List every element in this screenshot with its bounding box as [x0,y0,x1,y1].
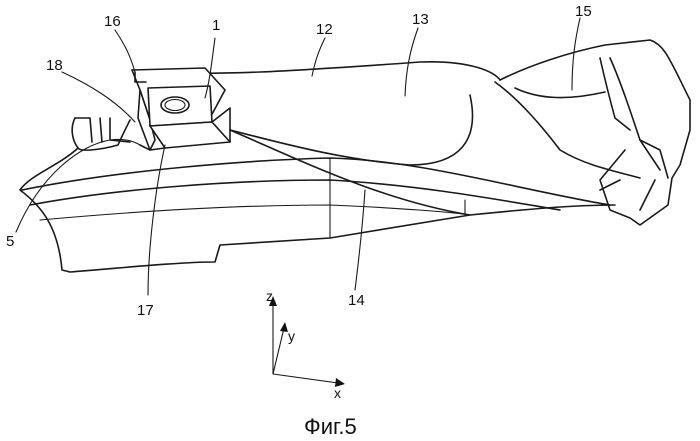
label-14: 14 [348,292,365,309]
flute-13-edge [230,130,470,215]
insert-side-face [150,122,230,148]
label-5: 5 [6,233,14,250]
leader-15 [572,18,580,90]
head-facet-15 [515,88,605,98]
head-cut-15 [600,140,668,210]
band-line-3 [40,205,470,220]
label-15: 15 [575,3,592,20]
axis-x-label: x [334,385,341,401]
head-inner-15 [600,58,660,170]
leader-12 [312,38,325,76]
axis-y-arrow [280,322,288,332]
tool-drawing [20,40,690,272]
figure-caption: Фиг.5 [304,414,357,439]
axis-y-label: y [288,328,295,344]
band-line-1 [22,158,610,205]
reference-labels: 16 1 12 13 15 18 5 17 14 [6,3,592,319]
label-16: 16 [104,13,121,30]
label-13: 13 [412,11,429,28]
label-17: 17 [137,302,154,319]
axis-z-label: z [266,288,273,304]
coordinate-axes: z y x [266,288,345,401]
head-outline-15 [500,40,690,225]
label-18: 18 [46,57,63,74]
leader-18 [62,72,135,122]
leader-14 [355,190,365,290]
leader-17 [148,145,165,295]
flute-13 [495,82,640,178]
axis-x-line [273,374,338,383]
leader-16 [115,30,135,72]
leader-lines [16,18,580,295]
leader-5 [16,139,140,232]
label-12: 12 [316,21,333,38]
support-ramp [78,120,130,150]
shank-outline [20,118,615,272]
flute-13-inner [230,95,473,165]
axis-y-line [273,328,284,374]
label-1: 1 [212,17,220,34]
